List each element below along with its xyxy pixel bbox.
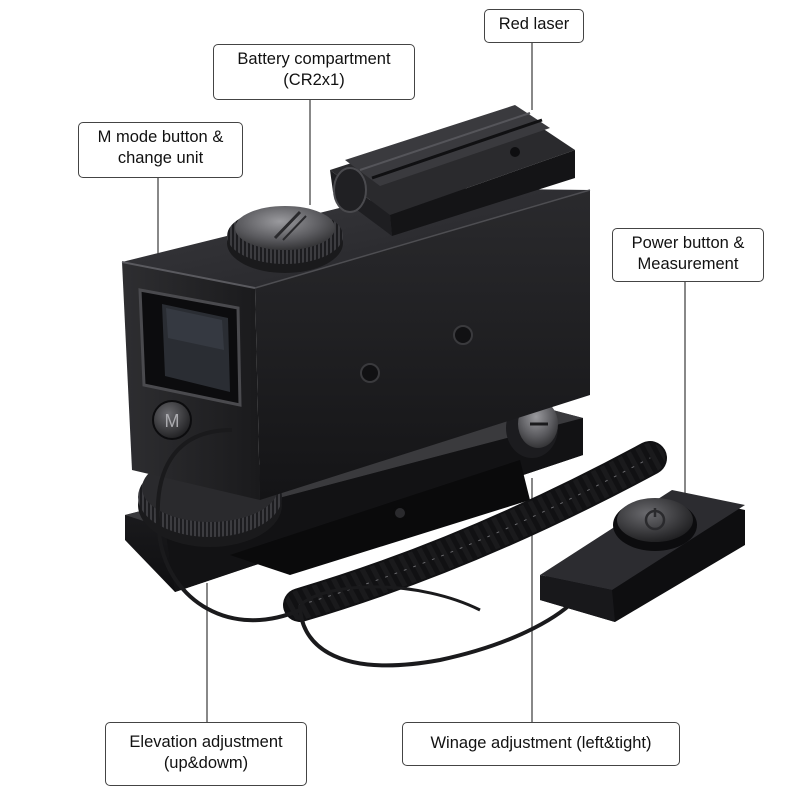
callout-battery-line2: (CR2x1) (283, 71, 345, 89)
battery-cap (227, 206, 343, 273)
m-button-letter: M (165, 411, 180, 431)
callout-elevation-line1: Elevation adjustment (129, 733, 283, 751)
callout-power-line1: Power button & (631, 234, 745, 252)
m-button: M (152, 400, 192, 440)
callout-elevation-line2: (up&dowm) (163, 754, 249, 772)
callout-winage-line1: Winage adjustment (left&tight) (430, 734, 652, 752)
callout-m-mode-button: M mode button & change unit (78, 122, 243, 178)
remote-power-pad (540, 490, 745, 622)
callout-elevation-adjustment: Elevation adjustment (up&dowm) (105, 722, 307, 786)
callout-battery-line1: Battery compartment (237, 50, 391, 68)
callout-red-laser-text: Red laser (498, 15, 570, 33)
callout-red-laser: Red laser (484, 9, 584, 43)
callout-power-button: Power button & Measurement (612, 228, 764, 282)
callout-winage-adjustment: Winage adjustment (left&tight) (402, 722, 680, 766)
callout-m-mode-line1: M mode button & (97, 128, 224, 146)
callout-power-line2: Measurement (637, 255, 739, 273)
lens-window (138, 288, 242, 407)
coiled-cable (155, 428, 667, 668)
callout-m-mode-line2: change unit (117, 149, 204, 167)
red-laser-module (330, 105, 575, 236)
callout-battery-compartment: Battery compartment (CR2x1) (213, 44, 415, 100)
